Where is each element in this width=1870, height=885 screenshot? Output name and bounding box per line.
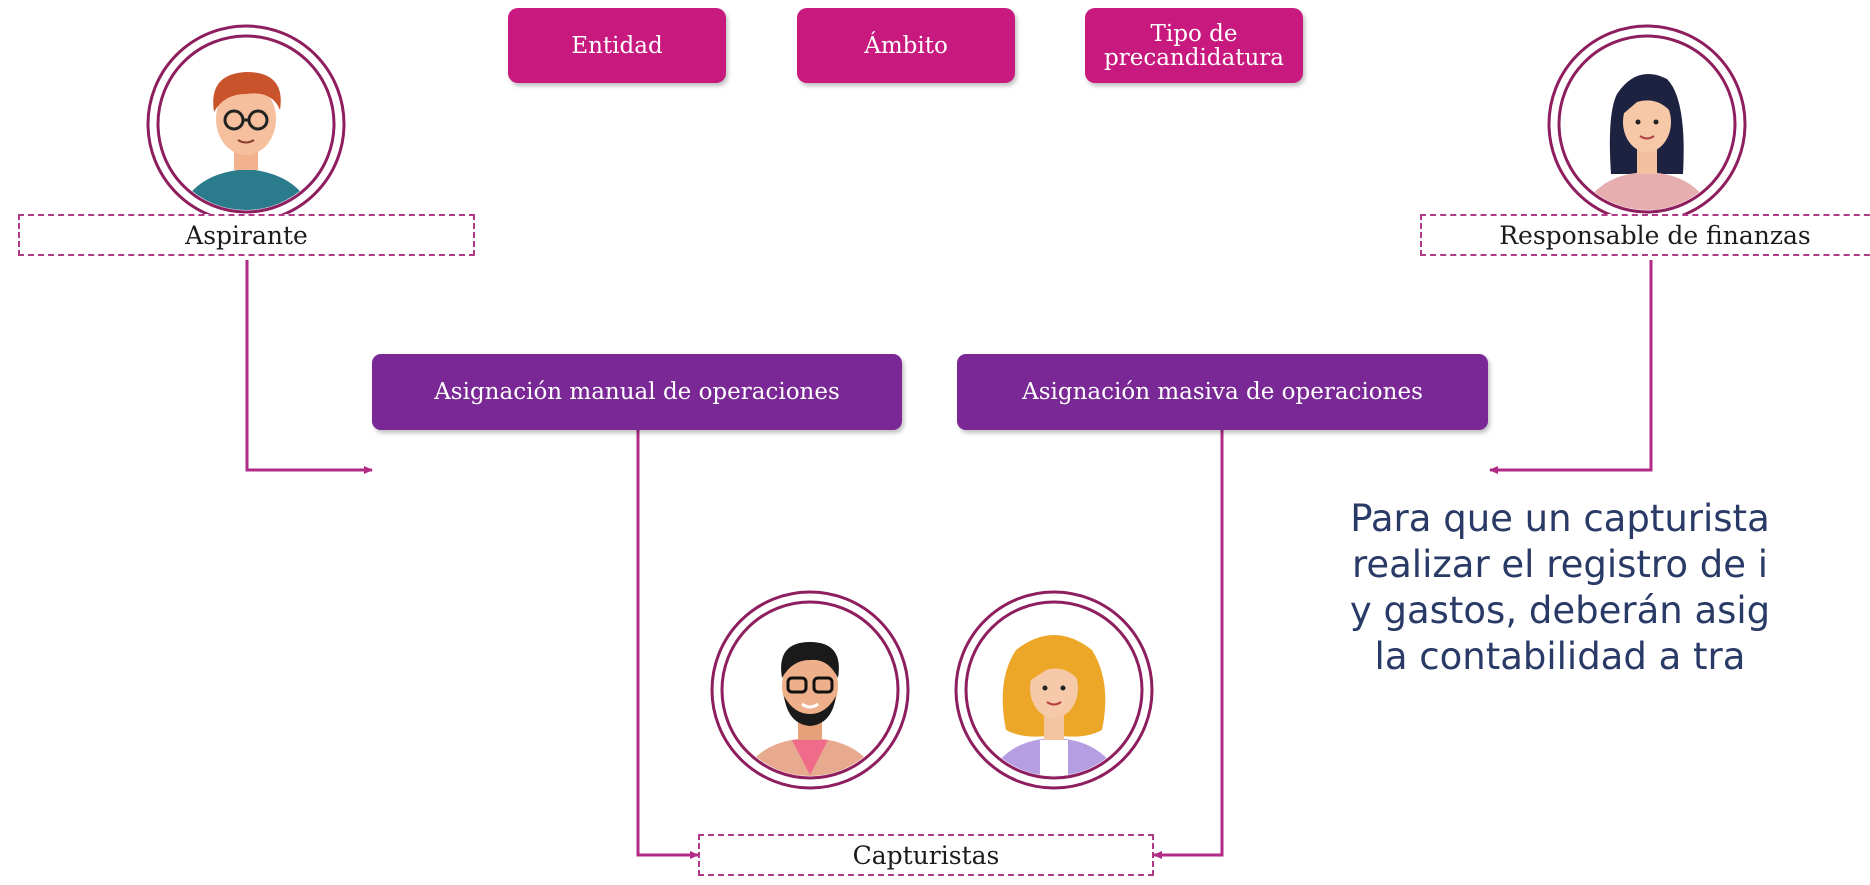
responsable-avatar bbox=[1547, 24, 1747, 224]
note-line: la contabilidad a tra bbox=[1374, 635, 1746, 678]
note-line: realizar el registro de i bbox=[1351, 543, 1769, 586]
aspirante-label: Aspirante bbox=[18, 214, 475, 256]
capturista-avatar-1 bbox=[710, 590, 910, 790]
connector-masiva-to-capturistas bbox=[1153, 430, 1224, 859]
note-line: y gastos, deberán asig bbox=[1349, 589, 1771, 632]
connector-aspirante-to-manual bbox=[245, 260, 373, 474]
connector-manual-to-capturistas bbox=[636, 430, 699, 859]
ambito-pill: Ámbito bbox=[797, 8, 1015, 83]
asignacion-manual-box: Asignación manual de operaciones bbox=[372, 354, 902, 430]
responsable-finanzas-label: Responsable de finanzas bbox=[1420, 214, 1870, 256]
tipo-precandidatura-pill: Tipo de precandidatura bbox=[1085, 8, 1303, 83]
note-line: Para que un capturista bbox=[1350, 497, 1770, 540]
capturistas-label: Capturistas bbox=[698, 834, 1154, 876]
explanatory-note: Para que un capturista realizar el regis… bbox=[1060, 496, 1870, 680]
asignacion-masiva-box: Asignación masiva de operaciones bbox=[957, 354, 1488, 430]
capturista-avatar-2 bbox=[954, 590, 1154, 790]
connector-responsable-to-masiva bbox=[1489, 260, 1653, 474]
entidad-pill: Entidad bbox=[508, 8, 726, 83]
aspirante-avatar bbox=[146, 24, 346, 224]
